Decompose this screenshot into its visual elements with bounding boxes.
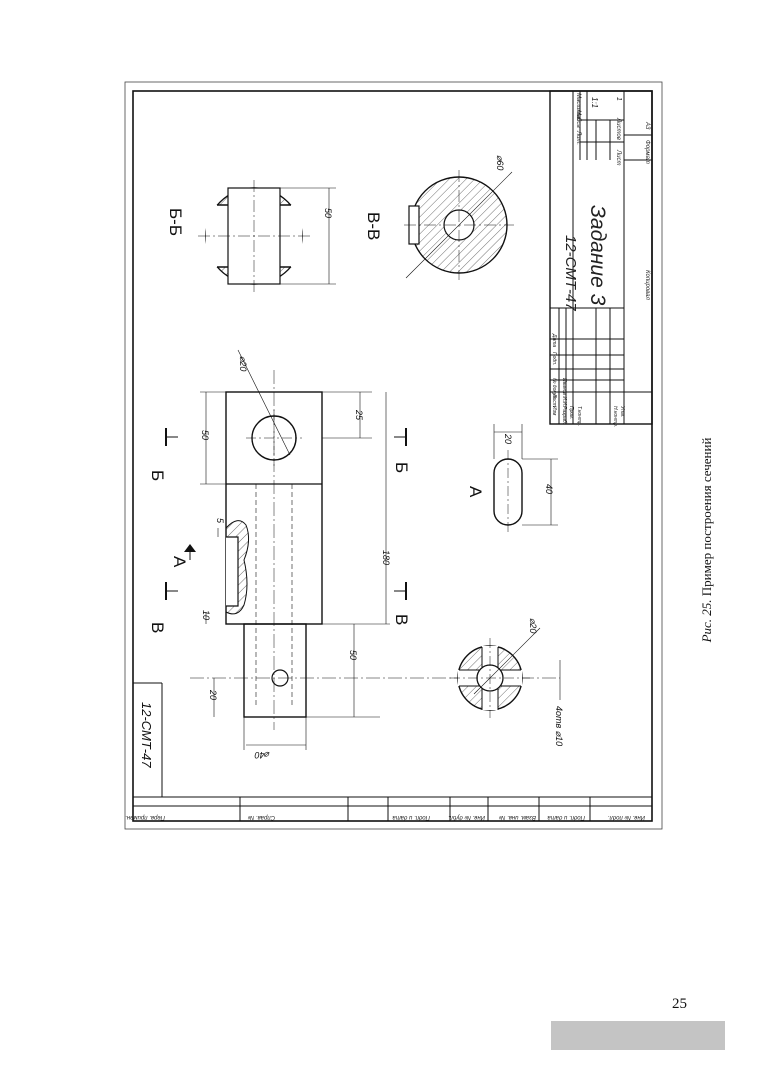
dim-20: 20 [208,689,218,700]
section-markers [165,428,407,600]
dim-50-bottom: 50 [348,650,358,660]
title-lit-label: Лит. [575,130,581,145]
title-mass-label: Масса [575,110,581,128]
title-sheet-label: Лист [615,149,621,165]
title-row-3: Подп. [551,352,557,365]
figure-label: Рис. 25. [699,599,714,643]
marker-b-top: Б [148,470,167,481]
title-scale-label: Масштаб [575,93,581,122]
flange-dim-holes: 4отв ⌀10 [554,706,564,746]
dim-10: 10 [201,610,211,620]
dim-25: 25 [354,409,364,421]
figure-caption: Рис. 25. Пример построения сечений [692,380,722,700]
flange-section [450,627,561,718]
title-sheets-label: Листов [615,117,621,140]
marker-v-bottom: В [392,614,411,625]
title-role-2: Т.контр. [576,406,582,426]
section-bb-label: Б-Б [166,208,185,236]
title-format-value: А3 [644,121,650,130]
title-name: Задание 3 [586,205,609,306]
strip-label-4: Взам. инв. № [498,814,536,821]
title-role-4: Утв. [619,406,625,417]
outer-frame [124,81,663,830]
slot-dim-length: 40 [544,484,554,494]
marker-a-arrow: А [170,556,189,568]
title-role-3: Н.контр. [612,406,618,427]
marker-b-bottom: Б [392,462,411,473]
left-strip [133,682,652,821]
section-vv-label: В-В [364,212,383,240]
strip-designation: 12-СМТ-47 [139,702,154,768]
dim-50-top: 50 [200,430,210,440]
strip-label-2: Подп. и дата [392,814,430,820]
footer-bar [551,1021,725,1050]
vv-dim-d60: ⌀60 [495,155,505,170]
dim-d20-top: ⌀20 [238,356,248,371]
title-row-2: № докум. [551,378,557,400]
section-vv [404,170,514,280]
view-a-label: А [466,486,485,498]
dim-5: 5 [215,518,225,524]
strip-label-5: Подп. и дата [547,814,585,820]
slot-dim-width: 20 [503,433,513,444]
strip-label-0: Перв. примен. [125,814,165,820]
dim-180: 180 [381,550,391,565]
strip-label-3: Инв. № дубл. [448,814,485,821]
slot-pocket [226,536,239,607]
title-format-label: Формат [644,140,650,164]
bb-dim-50: 50 [323,208,333,218]
title-copied-label: Копировал [644,270,650,300]
shaft-dimensions [200,349,390,750]
title-designation: 12-СМТ-47 [562,235,579,311]
title-sheets-value: 1 [615,97,622,101]
title-block [549,90,653,425]
strip-label-6: Инв. № подл. [608,814,645,821]
title-scale-value: 1:1 [590,97,599,108]
flange-dim-d20: ⌀20 [528,618,538,633]
dim-d40: ⌀40 [255,750,270,760]
marker-v-top: В [148,622,167,633]
page-number: 25 [672,996,687,1012]
title-role-0: Разраб. [561,406,567,424]
strip-label-1: Справ. № [247,814,275,821]
title-role-1: Пров. [568,406,574,419]
title-row-1: Лист [551,393,557,407]
section-bb [198,180,336,292]
inner-frame [132,90,653,822]
shaft-view [190,370,560,730]
title-row-0: Изм [551,406,557,416]
view-a-slot [493,424,558,534]
figure-caption-text: Пример построения сечений [699,437,714,597]
title-author: Иванов И.И. [561,378,567,406]
title-row-4: Дата [551,333,557,347]
